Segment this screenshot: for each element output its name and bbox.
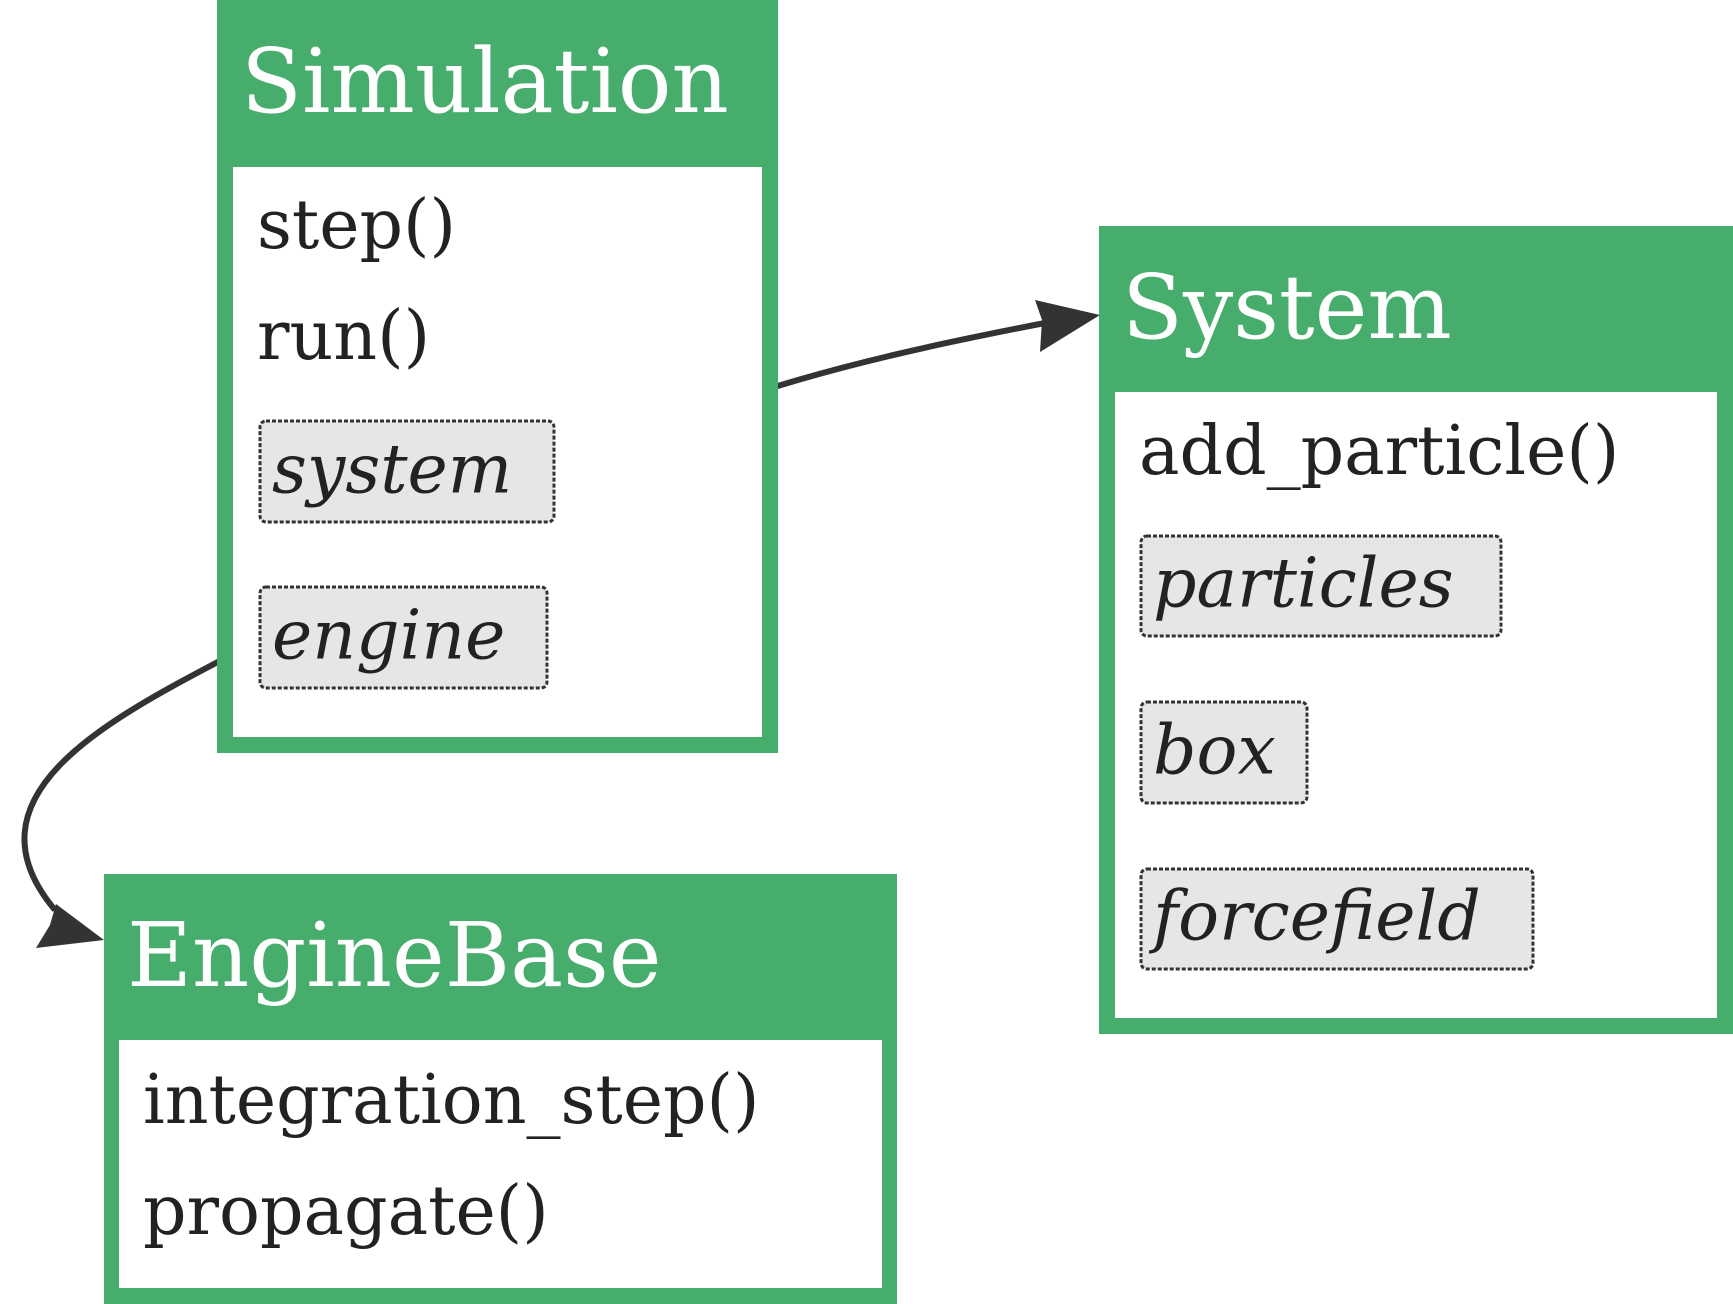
attribute-label-engine: engine xyxy=(272,596,506,676)
class-body-system: add_particle() particles box forcefield xyxy=(1115,392,1717,1018)
method-step: step() xyxy=(257,186,457,265)
class-title-system: System xyxy=(1122,255,1452,359)
wavy-frame-icon xyxy=(258,419,556,524)
attribute-system: system xyxy=(258,419,556,524)
class-body-simulation: step() run() system engine xyxy=(233,167,762,737)
wavy-frame-icon xyxy=(1139,534,1503,638)
wavy-frame-icon xyxy=(1139,700,1309,805)
method-propagate: propagate() xyxy=(143,1172,549,1251)
attribute-label-box: box xyxy=(1153,711,1276,791)
class-enginebase: EngineBase integration_step() propagate(… xyxy=(104,874,897,1304)
method-run: run() xyxy=(257,297,431,376)
attribute-label-forcefield: forcefield xyxy=(1153,877,1481,957)
wavy-frame-icon xyxy=(1139,867,1535,971)
method-add-particle: add_particle() xyxy=(1139,412,1620,491)
attribute-forcefield: forcefield xyxy=(1139,867,1535,971)
attribute-box: box xyxy=(1139,700,1309,805)
edge-system-arrowhead xyxy=(1035,300,1100,352)
class-title-enginebase: EngineBase xyxy=(127,903,662,1007)
edge-engine-to-enginebase xyxy=(21,637,261,912)
class-body-enginebase: integration_step() propagate() xyxy=(119,1040,882,1288)
attribute-particles: particles xyxy=(1139,534,1503,638)
wavy-frame-icon xyxy=(258,585,549,690)
class-system: System add_particle() particles box forc… xyxy=(1099,226,1733,1034)
class-title-simulation: Simulation xyxy=(241,29,729,133)
attribute-engine: engine xyxy=(258,585,549,690)
edge-enginebase-arrowhead xyxy=(36,904,104,948)
attribute-label-particles: particles xyxy=(1153,544,1454,624)
method-integration-step: integration_step() xyxy=(143,1061,760,1140)
class-simulation: Simulation step() run() system engine xyxy=(217,0,778,753)
attribute-label-system: system xyxy=(272,430,513,510)
